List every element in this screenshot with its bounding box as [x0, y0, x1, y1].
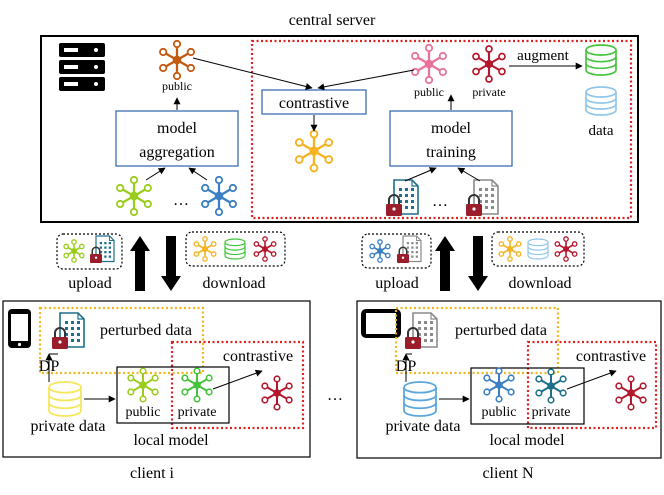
client-model-blue-icon — [201, 175, 237, 217]
download-model-crimson-icon-2 — [554, 236, 578, 262]
client-n-local-model-box — [470, 367, 585, 425]
augment-label: augment — [517, 48, 569, 64]
server-icon — [59, 43, 105, 91]
download-label-right: download — [508, 275, 571, 292]
client-i-arrows — [45, 353, 263, 403]
client-i-perturbed-region — [38, 306, 205, 375]
download-database-blue-icon — [527, 238, 549, 260]
client-n-contrastive-model-icon — [615, 375, 647, 411]
server-contrastive-label: contrastive — [279, 95, 349, 112]
central-server-title: central server — [289, 12, 376, 29]
client-n-private-data-label: private data — [385, 418, 460, 435]
upload-model-lime-icon — [63, 239, 85, 263]
server-data-label: data — [589, 123, 614, 139]
server-public-label-2: public — [414, 85, 444, 99]
upload-package-left — [56, 233, 123, 270]
model-aggregation-label-2: aggregation — [139, 144, 215, 161]
client-i-perturbed-doc-icon — [52, 312, 85, 349]
tablet-icon — [361, 309, 401, 338]
client-i-perturbed-label: perturbed data — [100, 322, 192, 339]
client-n-box — [356, 300, 662, 459]
model-training-label-2: training — [426, 144, 476, 161]
client-i-contrastive-label: contrastive — [223, 348, 293, 365]
phone-icon — [8, 309, 31, 348]
client-i-local-model-label: local model — [133, 432, 209, 449]
client-n-public-model-icon — [483, 367, 515, 403]
upload-model-blue-icon — [369, 239, 391, 263]
server-contrastive-box — [261, 89, 367, 115]
client-i-box — [2, 300, 311, 458]
model-aggregation-box — [115, 110, 239, 167]
upload-package-right — [361, 233, 432, 269]
server-arrows — [145, 57, 583, 182]
client-n-perturbed-region — [394, 306, 560, 375]
download-package-right — [491, 231, 585, 267]
server-public-label: public — [162, 79, 192, 93]
client-i-contrastive-model-icon — [261, 375, 293, 411]
client-n-arrows — [402, 353, 617, 403]
client-n-private-model-icon — [535, 368, 567, 404]
model-aggregation-label-1: model — [157, 120, 198, 137]
server-training-region — [250, 39, 633, 220]
upload-arrow-right — [435, 236, 455, 291]
upload-encrypted-doc-gray-icon — [397, 235, 422, 263]
client-n-caption: client N — [482, 465, 534, 482]
central-server-box — [40, 35, 639, 223]
server-public-model-icon — [159, 39, 195, 81]
client-n-local-model-label: local model — [489, 432, 565, 449]
server-contrastive-model-icon — [294, 129, 334, 173]
server-public-model-pink-icon — [411, 43, 447, 85]
download-database-green-icon — [224, 238, 246, 260]
clients-ellipsis: … — [327, 387, 343, 404]
upload-label-left: upload — [68, 275, 112, 292]
client-n-contrastive-region — [526, 340, 658, 430]
client-model-lime-icon — [116, 175, 152, 217]
augmented-data-green-database-icon — [585, 44, 617, 76]
encrypted-document-gray-icon — [466, 179, 499, 216]
download-model-crimson-icon — [253, 236, 277, 262]
client-i-private-data-label: private data — [30, 418, 105, 435]
client-n-private-label: private — [532, 405, 571, 420]
client-n-perturbed-doc-icon — [405, 312, 438, 349]
client-n-private-data-icon — [403, 381, 437, 417]
server-training-ellipsis: … — [432, 193, 448, 210]
client-n-public-label: public — [482, 405, 517, 420]
augmented-data-blue-database-icon — [585, 86, 617, 116]
client-i-private-data-icon — [48, 381, 82, 417]
server-private-label: private — [472, 85, 505, 99]
model-training-label-1: model — [431, 120, 472, 137]
client-i-local-model-box — [116, 366, 230, 424]
client-i-private-label: private — [178, 405, 217, 420]
download-model-yellow-icon — [193, 236, 217, 262]
server-private-model-icon — [472, 45, 506, 83]
client-i-public-label: public — [126, 405, 161, 420]
upload-label-right: upload — [375, 275, 419, 292]
client-i-private-model-icon — [181, 367, 213, 403]
client-i-caption: client i — [130, 465, 175, 482]
upload-encrypted-doc-icon — [90, 235, 115, 263]
download-label-left: download — [202, 275, 265, 292]
client-n-contrastive-label: contrastive — [576, 348, 646, 365]
download-arrow-left — [161, 236, 181, 291]
upload-arrow-left — [130, 236, 150, 291]
server-ellipsis: … — [173, 192, 189, 209]
encrypted-document-teal-icon — [386, 179, 419, 216]
client-n-perturbed-label: perturbed data — [455, 322, 547, 339]
download-model-yellow-icon-2 — [498, 236, 522, 262]
client-i-public-model-icon — [127, 367, 159, 403]
download-arrow-right — [468, 236, 488, 291]
model-training-box — [389, 110, 513, 167]
